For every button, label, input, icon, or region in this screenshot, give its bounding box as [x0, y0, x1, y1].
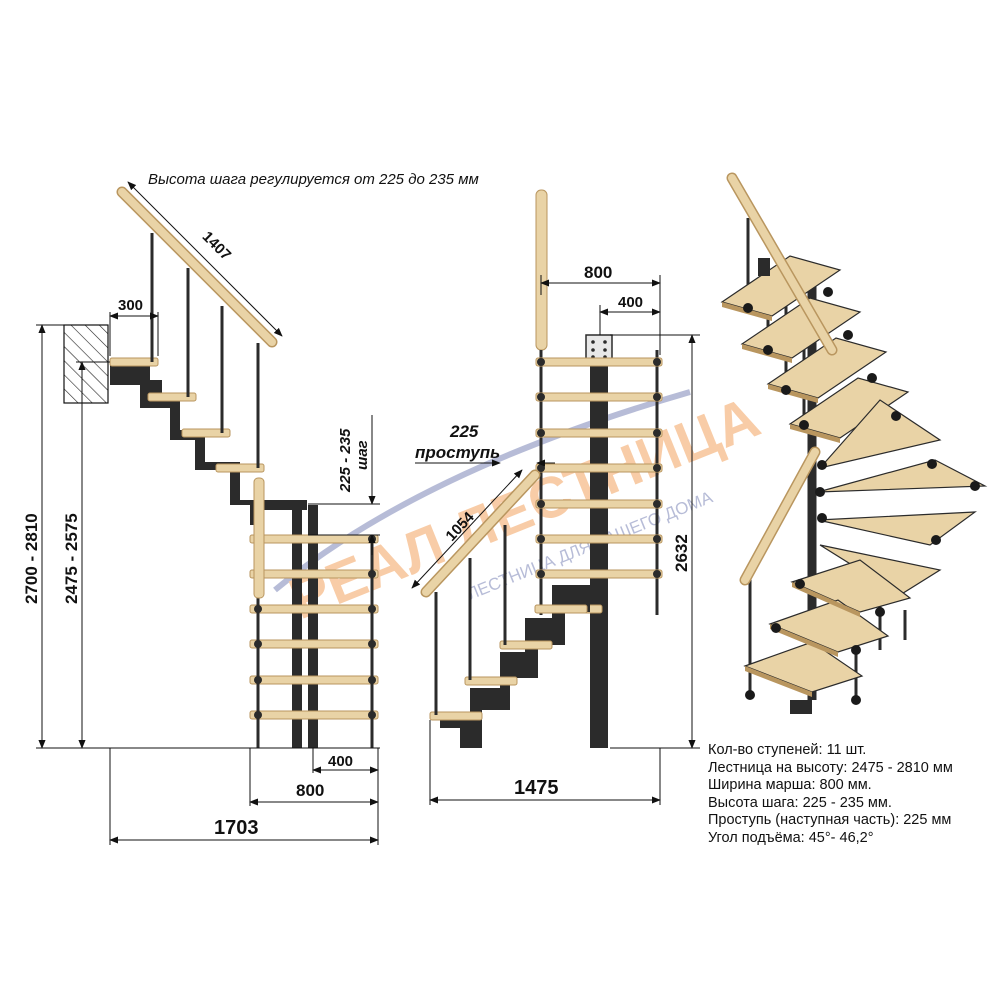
spec-width: Ширина марша: 800 мм. — [708, 777, 872, 794]
front-lower-treads — [429, 604, 588, 721]
front-upper-newel — [535, 189, 548, 351]
side-lower-treads — [249, 534, 379, 720]
side-view: 1407 300 225 - 235 шаг 2700 - 2810 2475 … — [22, 181, 380, 845]
wall-block — [63, 324, 109, 404]
dim-step-height: 225 - 235 — [337, 428, 354, 493]
dim-top-step-depth: 300 — [118, 297, 143, 314]
dim-total-width-side: 1703 — [214, 817, 259, 839]
dim-height-outer: 2700 - 2810 — [22, 513, 41, 604]
dim-front-total-width: 1475 — [514, 777, 559, 799]
dim-tread-value: 225 — [449, 422, 479, 441]
spec-angle: Угол подъёма: 45°- 46,2° — [708, 829, 874, 846]
spec-tread: Проступь (наступная часть): 225 мм — [708, 812, 952, 829]
side-stringer — [110, 365, 318, 748]
dim-offset-400: 400 — [328, 753, 353, 770]
side-lower-newel — [253, 477, 265, 599]
specifications-list: Кол-во ступеней: 11 шт. Лестница на высо… — [708, 742, 998, 848]
dim-handrail-line — [127, 181, 283, 337]
spec-height: Лестница на высоту: 2475 - 2810 мм — [708, 759, 953, 776]
caption-step-adjustment: Высота шага регулируется от 225 до 235 м… — [148, 171, 479, 188]
dim-top-half: 400 — [618, 294, 643, 311]
dim-width-800: 800 — [296, 781, 324, 800]
watermark: РЕАЛ ЛЕСТНИЦА ЛЕСТНИЦА ДЛЯ ВАШЕГО ДОМА — [273, 385, 768, 632]
dim-front-height: 2632 — [672, 534, 691, 572]
dim-step-word: шаг — [354, 440, 371, 470]
side-upper-treads — [109, 357, 265, 473]
iso-treads — [720, 255, 988, 693]
iso-view — [720, 172, 988, 714]
spec-steps: Кол-во ступеней: 11 шт. — [708, 742, 867, 758]
spec-step-height: Высота шага: 225 - 235 мм. — [708, 794, 892, 811]
dim-top-width: 800 — [584, 263, 612, 282]
dim-tread-word: проступь — [415, 443, 500, 462]
dim-rail-line — [411, 469, 523, 589]
dim-height-inner: 2475 - 2575 — [62, 513, 81, 604]
front-lower-stringer — [440, 585, 590, 748]
